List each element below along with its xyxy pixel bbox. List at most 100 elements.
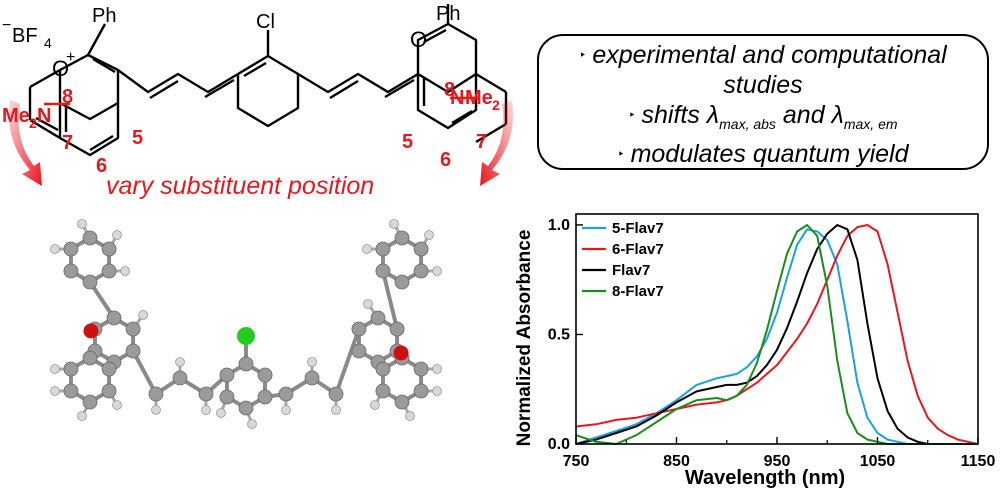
hydrogen-atom bbox=[77, 411, 87, 421]
model-atoms bbox=[50, 219, 442, 429]
carbon-atom bbox=[63, 241, 79, 257]
carbon-atom bbox=[278, 386, 294, 402]
oxygen-left-label: O bbox=[52, 56, 69, 81]
hydrogen-atom bbox=[432, 386, 442, 396]
hydrogen-atom bbox=[281, 405, 291, 415]
y-tick-label: 1.0 bbox=[548, 217, 570, 234]
oxygen-right-label: O bbox=[410, 27, 427, 52]
carbon-atom bbox=[351, 343, 367, 359]
carbon-atom bbox=[351, 321, 367, 337]
carbon-atom bbox=[413, 361, 429, 377]
hydrogen-atom bbox=[307, 357, 317, 367]
hydrogen-atom bbox=[50, 364, 60, 374]
hydrogen-atom bbox=[363, 299, 373, 309]
y-tick-label: 0.5 bbox=[548, 326, 570, 343]
hydrogen-atom bbox=[77, 219, 87, 229]
carbon-atom bbox=[413, 241, 429, 257]
bullet-icon: ‣ bbox=[617, 147, 625, 161]
carbon-atom bbox=[198, 386, 214, 402]
counterion-label: BF bbox=[12, 25, 38, 47]
hydrogen-atom bbox=[112, 230, 122, 240]
summary-line-2: studies bbox=[723, 71, 803, 99]
atom-labels: Ph Ph Cl O O + − BF 4 bbox=[2, 3, 460, 81]
bullet-icon: ‣ bbox=[628, 108, 636, 122]
hydrogen-atom bbox=[201, 405, 211, 415]
ball-and-stick-model bbox=[50, 219, 442, 429]
substituent-brackets bbox=[44, 96, 480, 106]
carbon-atom bbox=[125, 343, 141, 359]
curved-arrow-right-icon bbox=[480, 100, 514, 186]
carbon-atom bbox=[257, 389, 273, 405]
substituent-caption: vary substituent position bbox=[106, 172, 375, 200]
hydrogen-atom bbox=[362, 244, 372, 254]
x-axis-label: Wavelength (nm) bbox=[685, 467, 845, 489]
position-numbers-right: 8 7 5 6 bbox=[402, 79, 487, 171]
model-bond bbox=[131, 350, 158, 395]
amine-left-prefix: Me bbox=[2, 105, 30, 127]
legend-label: 5-Flav7 bbox=[612, 220, 664, 237]
curved-arrow-left-icon bbox=[8, 100, 42, 186]
x-tick-label: 1150 bbox=[961, 453, 996, 470]
carbon-atom bbox=[219, 367, 235, 383]
carbon-atom bbox=[375, 241, 391, 257]
model-bond bbox=[381, 270, 399, 330]
carbon-atom bbox=[328, 386, 344, 402]
carbon-atom bbox=[375, 263, 391, 279]
carbon-atom bbox=[219, 389, 235, 405]
amine-right-atom: N bbox=[450, 87, 464, 109]
carbon-atom bbox=[101, 241, 117, 257]
hydrogen-atom bbox=[112, 400, 122, 410]
carbon-atom bbox=[257, 367, 273, 383]
amine-left-subscript: 2 bbox=[29, 115, 37, 131]
model-bond bbox=[334, 328, 361, 395]
hydrogen-atom bbox=[50, 386, 60, 396]
carbon-atom bbox=[63, 361, 79, 377]
carbon-atom bbox=[82, 350, 98, 366]
carbon-atom bbox=[413, 383, 429, 399]
carbon-atom bbox=[125, 321, 141, 337]
amine-left-atom: N bbox=[37, 105, 51, 127]
carbon-atom bbox=[413, 263, 429, 279]
carbon-atom bbox=[101, 361, 117, 377]
carbon-atom bbox=[238, 356, 254, 372]
carbon-atom bbox=[172, 370, 188, 386]
carbon-atom bbox=[304, 370, 320, 386]
carbon-atom bbox=[82, 230, 98, 246]
x-tick-label: 1050 bbox=[860, 453, 896, 470]
summary-box: ‣experimental and computational studies … bbox=[537, 34, 989, 170]
carbon-atom bbox=[375, 361, 391, 377]
position-8-right: 8 bbox=[444, 79, 455, 101]
position-6-left: 6 bbox=[96, 155, 107, 177]
carbon-atom bbox=[148, 386, 164, 402]
carbon-atom bbox=[106, 310, 122, 326]
hydrogen-atom bbox=[432, 266, 442, 276]
amine-right-subscript: 2 bbox=[492, 97, 500, 113]
position-numbers-left: 8 7 5 6 bbox=[62, 86, 143, 177]
carbon-atom bbox=[394, 230, 410, 246]
carbon-atom bbox=[82, 274, 98, 290]
hydrogen-atom bbox=[247, 419, 257, 429]
x-tick-label: 850 bbox=[663, 453, 690, 470]
position-7-right: 7 bbox=[476, 131, 487, 153]
hydrogen-atom bbox=[370, 400, 380, 410]
oxygen-atom bbox=[83, 323, 99, 339]
carbon-atom bbox=[101, 383, 117, 399]
hydrogen-atom bbox=[405, 411, 415, 421]
hydrogen-atom bbox=[432, 364, 442, 374]
amine-labels: Me 2 N N Me 2 bbox=[2, 87, 500, 131]
hydrogen-atom bbox=[50, 244, 60, 254]
summary-line-1: ‣experimental and computational bbox=[579, 41, 947, 69]
amine-right-methyl: Me bbox=[465, 87, 493, 109]
carbon-atom bbox=[101, 263, 117, 279]
position-5-right: 5 bbox=[402, 131, 413, 153]
chemical-structure: Ph Ph Cl O O + − BF 4 Me 2 N N Me 2 8 7 … bbox=[2, 3, 514, 186]
y-tick-label: 0.0 bbox=[548, 436, 570, 453]
hydrogen-atom bbox=[120, 266, 130, 276]
series-line-6-flav7 bbox=[575, 224, 979, 445]
x-tick-label: 950 bbox=[764, 453, 791, 470]
position-7-left: 7 bbox=[62, 132, 73, 154]
carbon-atom bbox=[82, 394, 98, 410]
carbon-atom bbox=[238, 400, 254, 416]
